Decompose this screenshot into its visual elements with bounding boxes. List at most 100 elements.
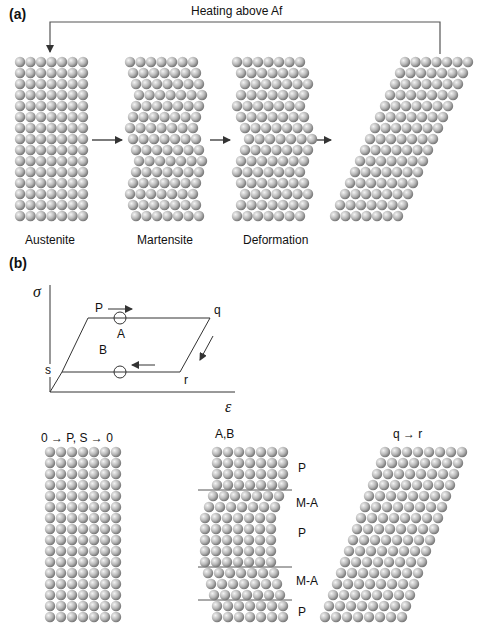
atom — [380, 447, 390, 457]
atom — [256, 458, 266, 468]
atom — [393, 502, 403, 512]
atom — [46, 112, 56, 122]
atom — [392, 535, 402, 545]
atom — [284, 57, 294, 67]
atom — [404, 502, 414, 512]
atom — [36, 156, 46, 166]
atom — [413, 167, 423, 177]
atom — [191, 134, 201, 144]
atom — [266, 513, 276, 523]
atom — [57, 200, 67, 210]
atom — [167, 123, 177, 133]
atom — [45, 590, 55, 600]
atom — [438, 112, 448, 122]
atom — [45, 579, 55, 589]
atom — [256, 447, 266, 457]
atom — [183, 167, 193, 177]
atom — [376, 458, 386, 468]
atom — [78, 469, 88, 479]
atom — [411, 101, 421, 111]
atom — [335, 200, 345, 210]
atom — [246, 112, 256, 122]
atom — [57, 90, 67, 100]
atom — [350, 189, 360, 199]
atom — [177, 57, 187, 67]
atom — [240, 79, 250, 89]
atom — [111, 469, 121, 479]
atom — [360, 502, 370, 512]
atom — [78, 491, 88, 501]
atom — [425, 535, 435, 545]
atom — [295, 167, 305, 177]
atom — [67, 502, 77, 512]
atom — [405, 590, 415, 600]
atom — [295, 101, 305, 111]
atom — [46, 68, 56, 78]
atom — [89, 524, 99, 534]
atom — [438, 469, 448, 479]
atom — [128, 68, 138, 78]
atom — [67, 535, 77, 545]
atom — [183, 79, 193, 89]
atom — [421, 79, 431, 89]
atom — [278, 469, 288, 479]
atom — [278, 458, 288, 468]
atom — [240, 123, 250, 133]
atom — [156, 189, 166, 199]
atom — [191, 200, 201, 210]
atom — [152, 101, 162, 111]
atom — [411, 513, 421, 523]
atom — [446, 447, 456, 457]
atom — [100, 579, 110, 589]
atom — [67, 458, 77, 468]
atom — [234, 447, 244, 457]
atom — [111, 601, 121, 611]
atom — [350, 167, 360, 177]
atom — [170, 200, 180, 210]
atom — [324, 601, 334, 611]
atom — [383, 469, 393, 479]
atom — [67, 57, 77, 67]
atom — [144, 156, 154, 166]
atom — [377, 546, 387, 556]
direction-arrow — [200, 336, 213, 360]
point-label: s — [44, 364, 52, 377]
atom — [328, 590, 338, 600]
atom — [299, 156, 309, 166]
atom — [288, 156, 298, 166]
atom — [413, 568, 423, 578]
atom — [421, 546, 431, 556]
atom — [250, 79, 260, 89]
atom — [412, 480, 422, 490]
atom — [173, 145, 183, 155]
atom — [232, 211, 242, 221]
atom — [236, 178, 246, 188]
atom — [234, 458, 244, 468]
atom — [411, 79, 421, 89]
atom — [57, 123, 67, 133]
atom — [57, 57, 67, 67]
atom — [131, 211, 141, 221]
atom — [25, 134, 35, 144]
atom — [418, 524, 428, 534]
atom — [111, 524, 121, 534]
atom — [78, 167, 88, 177]
atom — [180, 68, 190, 78]
atom — [67, 590, 77, 600]
atom — [57, 112, 67, 122]
atom — [342, 612, 352, 622]
atom — [78, 579, 88, 589]
atom — [15, 90, 25, 100]
atom — [25, 211, 35, 221]
atom — [100, 535, 110, 545]
atom — [371, 502, 381, 512]
atom — [100, 590, 110, 600]
atom — [67, 480, 77, 490]
atom — [371, 189, 381, 199]
atom — [375, 112, 385, 122]
atom — [396, 524, 406, 534]
atom — [365, 156, 375, 166]
atom — [67, 156, 77, 166]
atom — [152, 211, 162, 221]
